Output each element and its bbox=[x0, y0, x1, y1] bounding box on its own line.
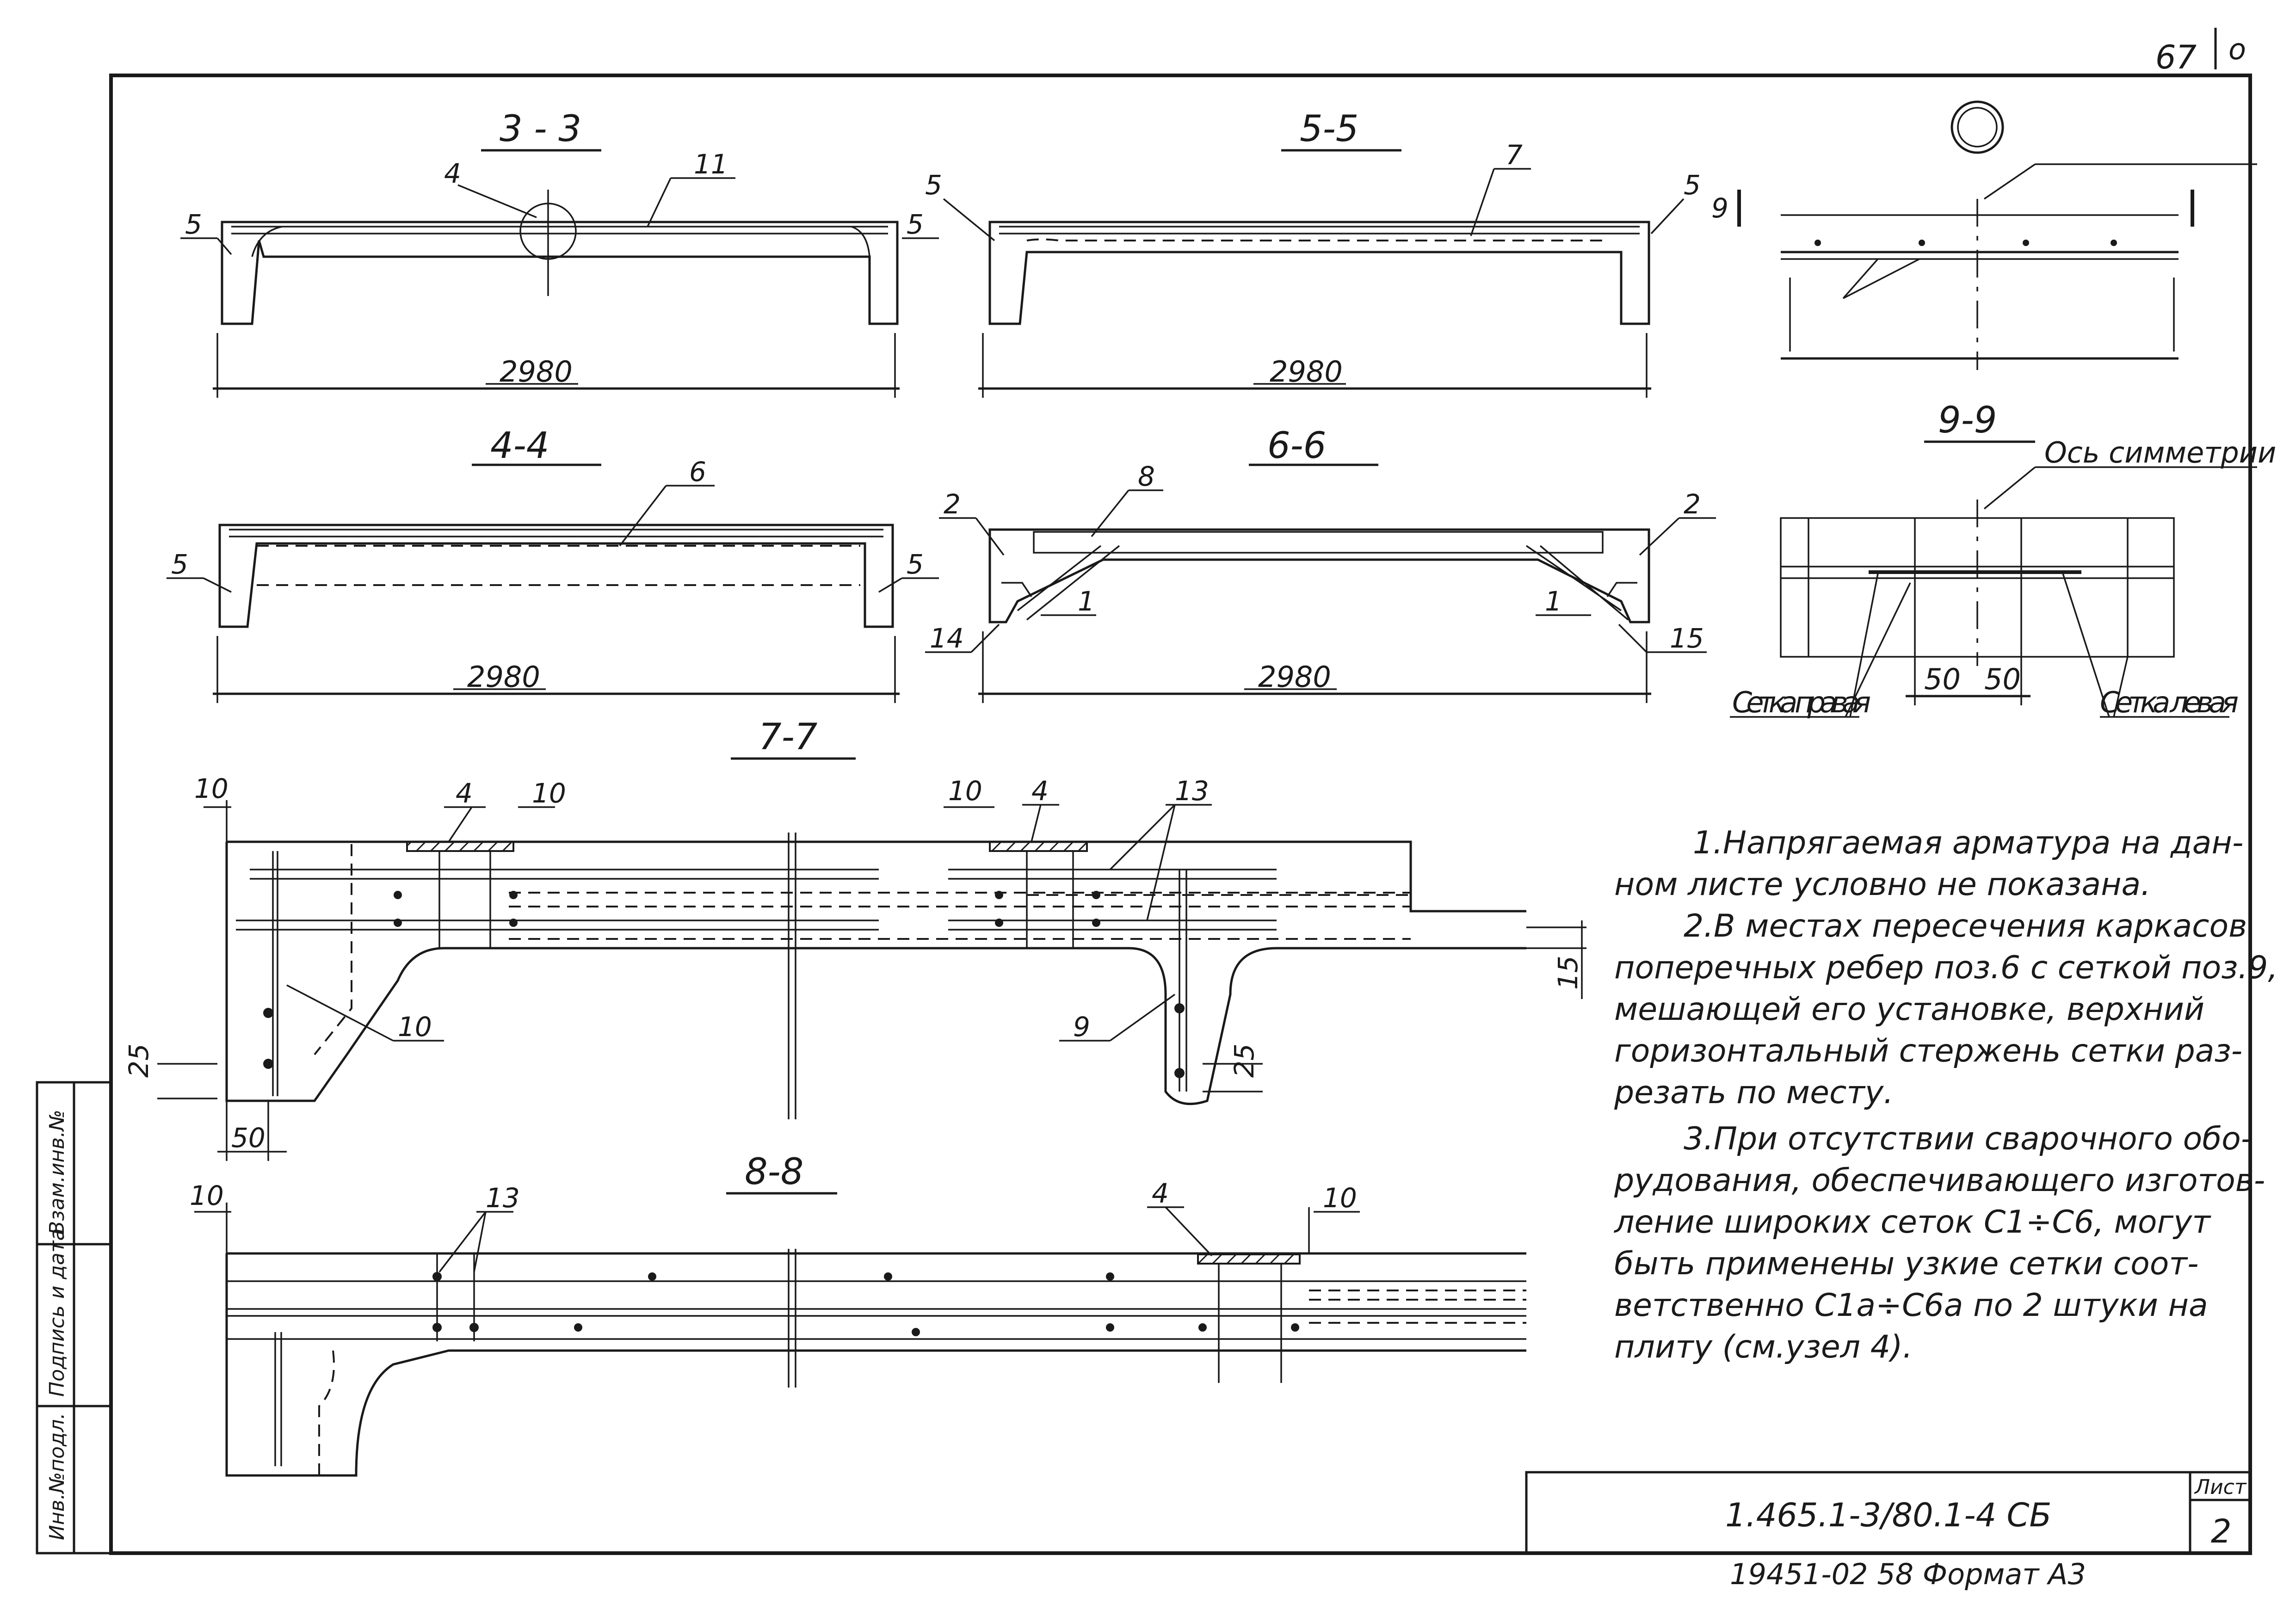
s66-label-1-left: 1 bbox=[1078, 586, 1095, 617]
s77-label-50: 50 bbox=[231, 1122, 265, 1154]
s44-label-5-left: 5 bbox=[171, 549, 188, 580]
s44-label-6: 6 bbox=[689, 456, 706, 488]
s66-label-2-left: 2 bbox=[944, 488, 961, 520]
side-stamp: Инв.№подл. Подпись и дата Взам.инв.№ bbox=[36, 1081, 112, 1555]
section-8-8-title: 8-8 bbox=[745, 1151, 803, 1193]
s55-label-9: 9 bbox=[1711, 192, 1728, 224]
s33-label-11: 11 bbox=[694, 148, 728, 180]
s44-label-5-right: 5 bbox=[907, 549, 924, 580]
s88-label-10-a: 10 bbox=[190, 1180, 224, 1211]
section-7-7-title: 7-7 bbox=[759, 716, 817, 758]
note-line: плиту (см.узел 4). bbox=[1614, 1329, 1913, 1365]
s77-label-10-c: 10 bbox=[948, 775, 982, 807]
s66-label-2-right: 2 bbox=[1684, 488, 1701, 520]
s77-label-25-a: 25 bbox=[123, 1043, 154, 1078]
note-line: 1.Напрягаемая арматура на дан- bbox=[1693, 825, 2243, 861]
s33-label-5-right: 5 bbox=[907, 209, 924, 240]
note-line: мешающей его установке, верхний bbox=[1614, 991, 2204, 1028]
s55-label-5-left: 5 bbox=[925, 169, 942, 201]
section-5-5-dim: 2980 bbox=[1270, 355, 1343, 389]
s77-label-15: 15 bbox=[1552, 956, 1584, 990]
s66-label-8: 8 bbox=[1138, 461, 1155, 492]
section-3-3-dim: 2980 bbox=[500, 355, 573, 389]
s77-label-25-b: 25 bbox=[1228, 1043, 1260, 1078]
s66-label-1-right: 1 bbox=[1545, 586, 1562, 617]
notes-block: 1.Напрягаемая арматура на дан- ном листе… bbox=[1613, 825, 2278, 1365]
section-9-9-title: 9-9 bbox=[1938, 400, 1997, 441]
section-4-4-dim: 2980 bbox=[467, 660, 540, 694]
sheet-number: 2 bbox=[2211, 1512, 2232, 1550]
page-number: 67 bbox=[2155, 38, 2197, 76]
s33-label-5-left: 5 bbox=[185, 209, 202, 240]
note-line: горизонтальный стержень сетки раз- bbox=[1614, 1033, 2242, 1069]
s99-mesh-left: Сетка левая bbox=[2100, 685, 2239, 719]
section-3-3-title: 3 - 3 bbox=[500, 108, 581, 150]
section-4-4: 4-4 2980 6 5 5 bbox=[167, 425, 939, 703]
stamp-replace: Взам.инв.№ bbox=[45, 1110, 69, 1235]
s77-label-10-a: 10 bbox=[194, 773, 228, 804]
s77-label-10-b: 10 bbox=[532, 778, 566, 809]
note-line: рудования, обеспечивающего изготов- bbox=[1614, 1162, 2265, 1199]
s77-label-4-a: 4 bbox=[456, 778, 473, 809]
section-5-5-title: 5-5 bbox=[1300, 108, 1358, 150]
note-line: ном листе условно не показана. bbox=[1614, 866, 2151, 903]
sheet-label: Лист bbox=[2194, 1475, 2247, 1499]
drawing-code: 1.465.1-3/80.1-4 СБ bbox=[1725, 1496, 2051, 1534]
note-line: ление широких сеток С1÷С6, могут bbox=[1613, 1204, 2211, 1240]
s66-label-14: 14 bbox=[930, 623, 964, 654]
s77-label-13: 13 bbox=[1175, 775, 1209, 807]
s88-label-13: 13 bbox=[486, 1182, 520, 1214]
section-8-8: 8-8 10 13 4 bbox=[190, 1151, 1526, 1477]
section-7-7: 7-7 10 bbox=[123, 716, 1586, 1161]
note-line: резать по месту. bbox=[1614, 1074, 1894, 1111]
node-4 bbox=[1781, 100, 2257, 370]
s99-dim-a: 50 bbox=[1924, 662, 1961, 696]
section-3-3: 3 - 3 2980 4 11 5 5 bbox=[180, 108, 939, 398]
s55-label-7: 7 bbox=[1506, 139, 1523, 171]
s55-label-5-right: 5 bbox=[1684, 169, 1701, 201]
section-6-6-title: 6-6 bbox=[1267, 425, 1326, 467]
note-line: быть применены узкие сетки соот- bbox=[1614, 1246, 2199, 1282]
section-6-6-dim: 2980 bbox=[1258, 660, 1331, 694]
footer-format: 19451-02 58 Формат А3 bbox=[1730, 1557, 2086, 1591]
note-line: ветственно С1а÷С6а по 2 штуки на bbox=[1614, 1287, 2208, 1324]
s88-label-4: 4 bbox=[1152, 1178, 1169, 1209]
section-4-4-title: 4-4 bbox=[490, 425, 549, 467]
title-block: 1.465.1-3/80.1-4 СБ Лист 2 bbox=[1725, 1475, 2247, 1550]
sheet-frame bbox=[109, 28, 2252, 1555]
stamp-sign: Подпись и дата bbox=[45, 1228, 69, 1397]
section-5-5: 5-5 2980 7 5 5 9 bbox=[925, 108, 1741, 398]
s33-label-4: 4 bbox=[444, 158, 461, 189]
section-9-9: 9-9 Ось симметрии 50 50 Сетка правая Сет… bbox=[1730, 400, 2276, 719]
corner-mark: o bbox=[2228, 32, 2246, 66]
s77-label-9: 9 bbox=[1073, 1011, 1090, 1043]
note-line: 2.В местах пересечения каркасов bbox=[1684, 908, 2247, 944]
note-line: 3.При отсутствии сварочного обо- bbox=[1684, 1121, 2252, 1157]
note-line: поперечных ребер поз.6 с сеткой поз.9, bbox=[1614, 950, 2278, 986]
s88-label-10-b: 10 bbox=[1323, 1182, 1357, 1214]
s66-label-15: 15 bbox=[1670, 623, 1704, 654]
s77-label-10-d: 10 bbox=[398, 1011, 432, 1043]
s99-dim-b: 50 bbox=[1984, 662, 2021, 696]
stamp-inv: Инв.№подл. bbox=[45, 1413, 69, 1540]
section-9-9-axis-label: Ось симметрии bbox=[2044, 436, 2276, 469]
section-6-6: 6-6 2980 8 2 2 1 1 14 15 bbox=[925, 425, 1716, 703]
s77-label-4-b: 4 bbox=[1031, 775, 1049, 807]
